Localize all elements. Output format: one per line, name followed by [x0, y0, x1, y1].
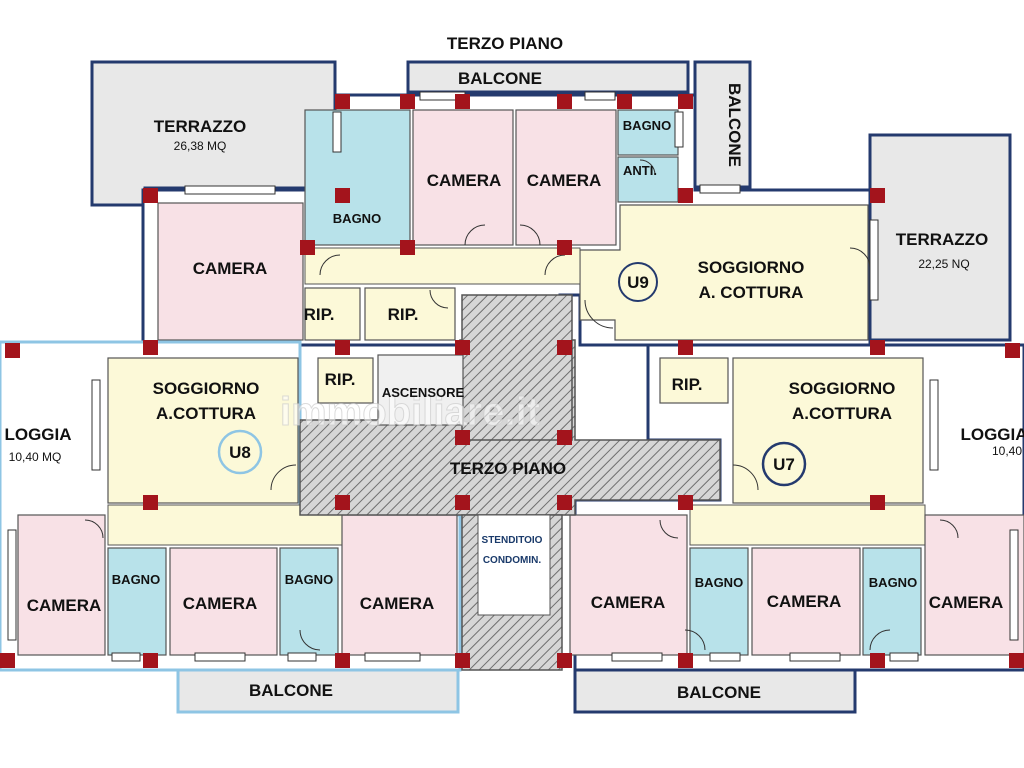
label-balcone-right-top: BALCONE: [725, 83, 744, 167]
room-rip-4: [659, 357, 729, 404]
label-anti: ANTI.: [623, 163, 657, 178]
label-camera-se1: CAMERA: [591, 593, 666, 612]
label-stenditoio-l2: CONDOMIN.: [483, 555, 542, 566]
label-bagno-se2: BAGNO: [869, 575, 917, 590]
pillars: [0, 94, 1024, 668]
room-camera-top1: [412, 109, 514, 246]
common-areas: [299, 294, 721, 671]
u8-circle: [217, 429, 263, 475]
label-bagno-se1: BAGNO: [695, 575, 743, 590]
label-rip-1: RIP.: [304, 305, 335, 324]
room-camera-u9-left: [157, 202, 304, 341]
stenditoio-inner: [477, 514, 551, 616]
label-balcone-top: BALCONE: [458, 69, 542, 88]
label-loggia-w: LOGGIA: [4, 425, 71, 444]
corridor-u7: [689, 504, 926, 546]
terrazzo-ne: [868, 133, 1012, 342]
room-bagno-se1: [689, 547, 749, 656]
label-soggiorno-u8-l1: SOGGIORNO: [153, 379, 260, 398]
label-terrazzo-nw: TERRAZZO: [154, 117, 247, 136]
room-bagno-sw2: [279, 547, 339, 656]
label-terrazzo-ne: TERRAZZO: [896, 230, 989, 249]
unit-u8: [0, 340, 462, 672]
label-rip-4: RIP.: [672, 375, 703, 394]
label-bagno-sw2: BAGNO: [285, 572, 333, 587]
label-soggiorno-u9-l2: A. COTTURA: [699, 283, 804, 302]
room-soggiorno-u9: [579, 204, 869, 341]
room-bagno-top-small: [617, 109, 679, 156]
door-swings: [84, 159, 959, 651]
label-loggia-e-area: 10,40: [992, 444, 1022, 458]
room-camera-sw1: [17, 514, 106, 656]
room-bagno-sw1: [107, 547, 167, 656]
label-camera-sw2: CAMERA: [183, 594, 258, 613]
balcone-top: [406, 60, 690, 94]
windows: [7, 91, 1019, 662]
u7-circle: [761, 441, 807, 487]
unit-markers: [217, 262, 807, 487]
corridor-u9: [304, 247, 581, 285]
room-rip-1: [304, 287, 361, 341]
label-bagno-u9: BAGNO: [333, 211, 381, 226]
label-soggiorno-u7-l2: A.COTTURA: [792, 404, 892, 423]
label-loggia-e: LOGGIA: [960, 425, 1024, 444]
label-center-title: TERZO PIANO: [450, 459, 566, 478]
u9-circle: [618, 262, 658, 302]
label-camera-sw3: CAMERA: [360, 594, 435, 613]
label-u8: U8: [229, 443, 251, 462]
label-camera-sw1: CAMERA: [27, 596, 102, 615]
label-terrazzo-ne-area: 22,25 NQ: [918, 257, 969, 271]
room-soggiorno-u8: [107, 357, 299, 504]
room-camera-sw2: [169, 547, 278, 656]
label-u7: U7: [773, 455, 795, 474]
label-soggiorno-u9-l1: SOGGIORNO: [698, 258, 805, 277]
label-camera-se3: CAMERA: [929, 593, 1004, 612]
label-balcone-se: BALCONE: [677, 683, 761, 702]
balcone-sw: [176, 668, 460, 714]
label-rip-2: RIP.: [388, 305, 419, 324]
label-camera-se2: CAMERA: [767, 592, 842, 611]
label-bagno-sw1: BAGNO: [112, 572, 160, 587]
label-loggia-w-area: 10,40 MQ: [9, 450, 62, 464]
room-camera-top2: [515, 109, 617, 246]
label-soggiorno-u7-l1: SOGGIORNO: [789, 379, 896, 398]
labels: TERZO PIANO TERRAZZO 26,38 MQ BALCONE BA…: [4, 34, 1024, 702]
room-rip-3: [317, 357, 374, 404]
label-camera-top1: CAMERA: [427, 171, 502, 190]
label-stenditoio-l1: STENDITOIO: [482, 535, 543, 546]
label-bagno-top-small: BAGNO: [623, 118, 671, 133]
room-rip-2: [364, 287, 456, 341]
unit-u7: [569, 343, 1024, 672]
room-camera-se3: [924, 514, 1024, 656]
room-bagno-u9: [304, 109, 411, 246]
room-camera-sw3: [341, 514, 458, 656]
label-u9: U9: [627, 273, 649, 292]
room-ascensore: [377, 354, 464, 426]
balcone-se: [573, 668, 857, 714]
floor-title: TERZO PIANO: [447, 34, 563, 53]
unit-u9: [141, 93, 872, 347]
room-bagno-se2: [862, 547, 922, 656]
label-camera-u9-left: CAMERA: [193, 259, 268, 278]
label-terrazzo-nw-area: 26,38 MQ: [174, 139, 227, 153]
watermark: immobiliare.it: [280, 390, 540, 434]
label-ascensore: ASCENSORE: [382, 385, 465, 400]
room-camera-se2: [751, 547, 861, 656]
label-soggiorno-u8-l2: A.COTTURA: [156, 404, 256, 423]
room-anti: [617, 156, 679, 203]
label-camera-top2: CAMERA: [527, 171, 602, 190]
label-rip-3: RIP.: [325, 370, 356, 389]
room-soggiorno-u7: [732, 357, 924, 504]
label-balcone-sw: BALCONE: [249, 681, 333, 700]
stairwell: [461, 294, 573, 441]
